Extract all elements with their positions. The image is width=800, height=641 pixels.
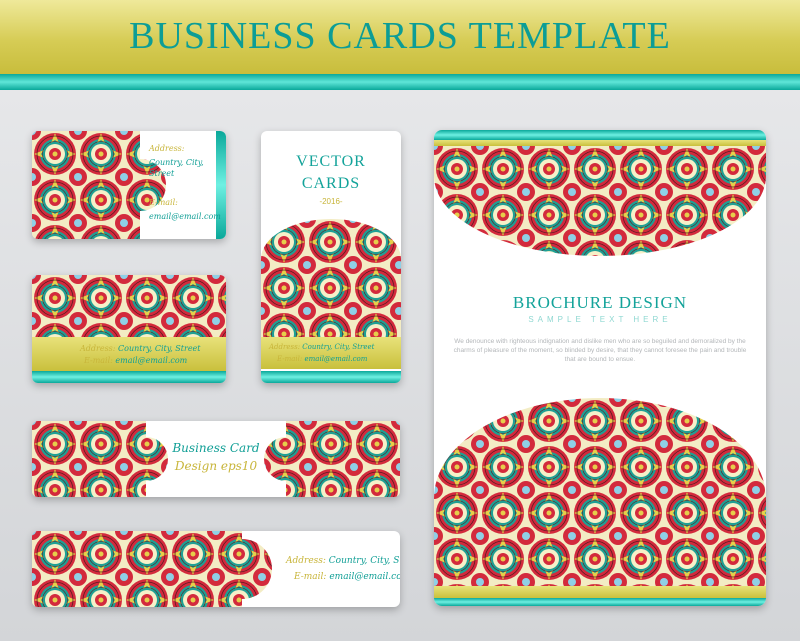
card1-email-value: email@email.com (149, 212, 221, 221)
mandala-ornament-top (434, 146, 766, 256)
vertical-card[interactable]: VECTOR CARDS -2016- Address: Country, Ci… (261, 131, 401, 383)
card3-line1: Business Card (172, 441, 260, 455)
vertical-card-email-value: email@email.com (304, 355, 368, 363)
mandala-ornament (32, 531, 272, 607)
vertical-card-email-line: E-mail: email@email.com (277, 353, 367, 365)
brochure-subtitle: SAMPLE TEXT HERE (528, 315, 672, 324)
card1-address-value: Country, City, Street (149, 158, 204, 178)
card2-email-value: email@email.com (115, 356, 188, 365)
card2-address-value: Country, City, Street (118, 344, 201, 353)
card2-address-line: Address: Country, City, Street (80, 343, 201, 355)
business-card-4[interactable]: Address: Country, City, Street E-mail: e… (32, 531, 400, 607)
mandala-ornament (32, 275, 226, 337)
card1-address-label: Address: (149, 144, 185, 153)
brochure-gold-bottom (434, 586, 766, 598)
brochure-teal-top (434, 130, 766, 140)
card3-line2: Design eps10 (174, 459, 258, 473)
card4-address-value: Country, City, Street (328, 556, 400, 566)
card-teal-edge (216, 131, 226, 239)
brochure-gold-top (434, 140, 766, 146)
card4-address-line: Address: Country, City, Street (286, 555, 400, 567)
vertical-card-title-2: CARDS (301, 175, 361, 192)
business-card-1[interactable]: Address: Country, City, Street E-mail: e… (32, 131, 226, 239)
vertical-card-address-value: Country, City, Street (302, 343, 375, 351)
mandala-ornament (32, 421, 400, 497)
banner-teal-strip (0, 74, 800, 90)
vertical-card-address-line: Address: Country, City, Street (269, 341, 374, 353)
card2-address-label: Address: (80, 344, 116, 353)
card-teal-edge (261, 371, 401, 383)
mandala-ornament (32, 131, 166, 239)
card-gold-band (32, 337, 226, 371)
card2-email-label: E-mail: (84, 356, 113, 365)
business-card-3[interactable]: Business Card Design eps10 (32, 421, 400, 497)
card4-email-value: email@email.com (329, 572, 400, 582)
vertical-card-year: -2016- (319, 197, 343, 206)
mandala-ornament (261, 219, 401, 339)
business-card-2[interactable]: Address: Country, City, Street E-mail: e… (32, 275, 226, 383)
brochure[interactable]: BROCHURE DESIGN SAMPLE TEXT HERE We deno… (434, 130, 766, 606)
card-teal-edge (32, 371, 226, 383)
page-title: BUSINESS CARDS TEMPLATE (129, 15, 671, 57)
vertical-card-title-1: VECTOR (296, 153, 366, 170)
card2-email-line: E-mail: email@email.com (84, 355, 187, 367)
card4-email-label: E-mail: (294, 572, 327, 582)
card4-email-line: E-mail: email@email.com (294, 571, 400, 583)
banner-background (0, 0, 800, 74)
card1-email-label: E-mail: (149, 198, 178, 207)
vertical-card-email-label: E-mail: (277, 355, 303, 363)
card4-address-label: Address: (286, 556, 326, 566)
brochure-body-text: We denounce with righteous indignation a… (453, 338, 747, 363)
mandala-ornament-bottom (434, 398, 766, 588)
brochure-title: BROCHURE DESIGN (512, 293, 688, 312)
vertical-card-address-label: Address: (269, 343, 301, 351)
card-gold-band (261, 337, 401, 369)
brochure-teal-bottom (434, 598, 766, 606)
